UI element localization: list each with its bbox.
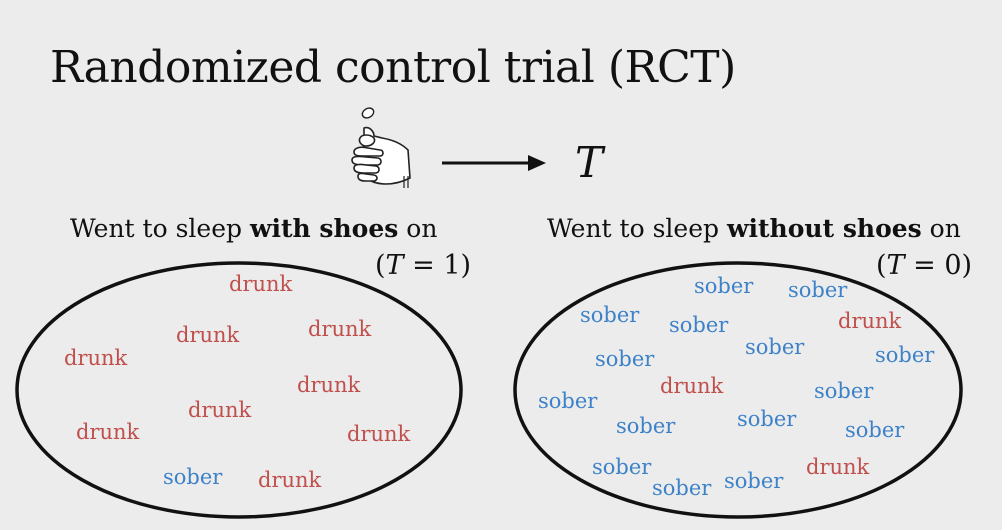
outcome-label: sober	[538, 389, 598, 413]
outcome-label: sober	[814, 379, 874, 403]
t-value: = 0)	[904, 250, 973, 281]
outcome-label: drunk	[660, 374, 724, 398]
group-label-bold: without shoes	[726, 214, 922, 243]
treatment-group-ellipse	[15, 261, 463, 519]
t-symbol: T	[886, 250, 905, 281]
t-symbol: T	[385, 250, 404, 281]
t-value: = 1)	[403, 250, 472, 281]
coin-flip-hand-icon	[351, 107, 411, 188]
group-label-text: Went to sleep	[70, 214, 250, 243]
outcome-label: sober	[745, 335, 805, 359]
outcome-label: drunk	[347, 422, 411, 446]
treatment-assignment-0: (T = 0)	[876, 250, 972, 281]
outcome-label: sober	[845, 418, 905, 442]
outcome-label: sober	[163, 465, 223, 489]
treatment-assignment-1: (T = 1)	[375, 250, 471, 281]
group-label-bold: with shoes	[249, 214, 399, 243]
outcome-label: drunk	[64, 346, 128, 370]
outcome-label: sober	[724, 469, 784, 493]
outcome-label: drunk	[76, 420, 140, 444]
group-label-suffix: on	[398, 214, 438, 243]
outcome-label: drunk	[838, 309, 902, 333]
outcome-label: drunk	[229, 272, 293, 296]
paren-open: (	[375, 250, 386, 281]
group-label-suffix: on	[921, 214, 961, 243]
treatment-variable: T	[575, 138, 604, 187]
group-label-with-shoes: Went to sleep with shoes on	[70, 214, 437, 243]
outcome-label: drunk	[308, 317, 372, 341]
control-group-ellipse	[513, 261, 963, 519]
outcome-label: sober	[694, 274, 754, 298]
outcome-label: sober	[616, 414, 676, 438]
outcome-label: sober	[592, 455, 652, 479]
outcome-label: sober	[580, 303, 640, 327]
outcome-label: drunk	[806, 455, 870, 479]
outcome-label: drunk	[297, 373, 361, 397]
slide-title: Randomized control trial (RCT)	[50, 42, 736, 93]
group-label-without-shoes: Went to sleep without shoes on	[547, 214, 961, 243]
outcome-label: drunk	[188, 398, 252, 422]
group-label-text: Went to sleep	[547, 214, 727, 243]
outcome-label: drunk	[176, 323, 240, 347]
outcome-label: sober	[875, 343, 935, 367]
outcome-label: sober	[737, 407, 797, 431]
outcome-label: sober	[595, 347, 655, 371]
outcome-label: sober	[652, 476, 712, 500]
outcome-label: drunk	[258, 468, 322, 492]
outcome-label: sober	[788, 278, 848, 302]
right-arrow-icon	[442, 155, 546, 171]
paren-open: (	[876, 250, 887, 281]
outcome-label: sober	[669, 313, 729, 337]
